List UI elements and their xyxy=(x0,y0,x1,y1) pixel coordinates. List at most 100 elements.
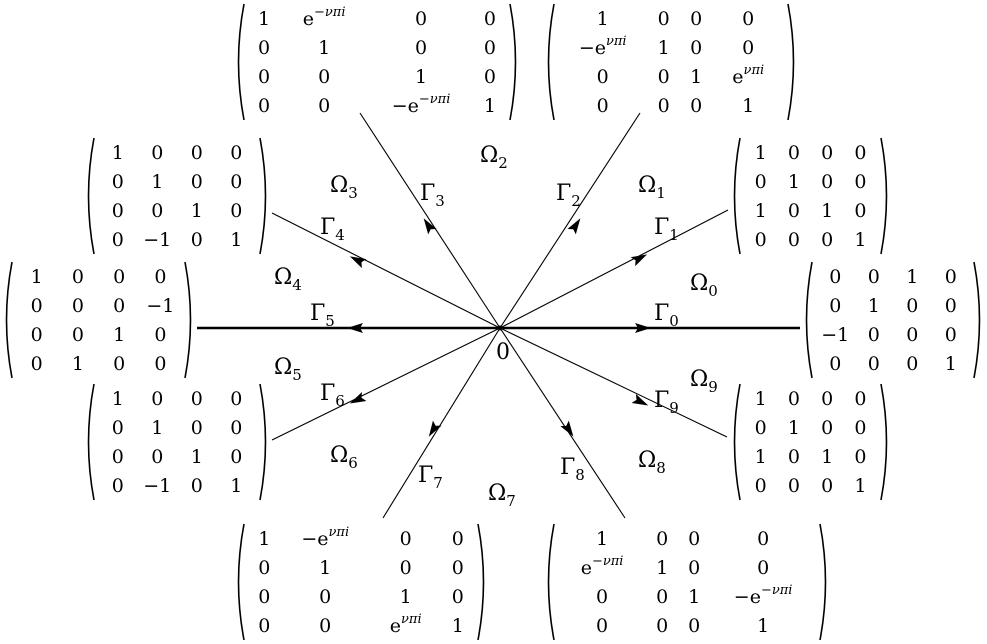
matrix-entry: 0 xyxy=(757,528,769,550)
matrix-entry: 1 xyxy=(318,37,330,59)
matrix-entry: 0 xyxy=(151,446,163,468)
matrix-entry: 0 xyxy=(755,171,767,193)
matrix-entry: 1 xyxy=(821,446,833,468)
matrix-entry: 0 xyxy=(742,8,754,30)
matrix-entry: 0 xyxy=(113,266,125,288)
matrix-entry: 0 xyxy=(821,475,833,497)
matrix-entry: 0 xyxy=(821,229,833,251)
matrix-entry: 1 xyxy=(113,324,125,346)
matrix-entry: 1 xyxy=(258,528,270,550)
matrix-entry: 0 xyxy=(31,324,43,346)
matrix-entry: 0 xyxy=(191,229,203,251)
matrix-entry: 0 xyxy=(31,295,43,317)
matrix-entry: 0 xyxy=(906,324,918,346)
contour-label-0: Γ0 xyxy=(654,301,679,330)
contour-ray-8 xyxy=(499,327,626,519)
matrix-entry: eνπi xyxy=(390,612,422,637)
matrix-entry: 0 xyxy=(112,446,124,468)
matrix-left-paren xyxy=(237,3,245,121)
matrix-entry: 0 xyxy=(484,37,496,59)
matrix-entry: −1 xyxy=(821,324,849,346)
matrix-entry: 0 xyxy=(755,475,767,497)
matrix-right-paren xyxy=(477,523,485,641)
matrix-entry: 0 xyxy=(113,353,125,375)
matrix-entry: 1 xyxy=(31,266,43,288)
matrix-entry: 0 xyxy=(318,66,330,88)
matrix-entry: 1 xyxy=(112,388,124,410)
matrix-entry: 0 xyxy=(415,37,427,59)
matrix-entry: 0 xyxy=(656,586,668,608)
matrix-entry: 0 xyxy=(151,200,163,222)
matrix-entry: 0 xyxy=(112,475,124,497)
matrix-entry: 0 xyxy=(688,615,700,637)
matrix-entry: 0 xyxy=(258,586,270,608)
matrix-entry: 1 xyxy=(151,171,163,193)
contour-label-4: Γ4 xyxy=(320,215,345,244)
origin-label: 0 xyxy=(496,340,510,365)
matrix-entry: 0 xyxy=(230,446,242,468)
contour-arrows xyxy=(347,218,651,437)
matrix-entry: 0 xyxy=(72,295,84,317)
origin-point xyxy=(497,325,503,331)
region-label-4: Ω4 xyxy=(274,265,302,294)
matrix-entry: 0 xyxy=(154,324,166,346)
matrix-entry: 0 xyxy=(788,229,800,251)
matrix-entry: 0 xyxy=(821,388,833,410)
contour-label-5: Γ5 xyxy=(310,301,335,330)
matrix-left-paren xyxy=(5,261,13,379)
matrix-entry: 0 xyxy=(656,528,668,550)
matrix-entry: 0 xyxy=(658,8,670,30)
matrix-entry: 1 xyxy=(688,586,700,608)
matrix-entry: 0 xyxy=(945,266,957,288)
matrix-entry: 0 xyxy=(319,615,331,637)
matrix-left-paren xyxy=(87,137,95,255)
region-label-7: Ω7 xyxy=(488,481,516,510)
matrix-right-paren xyxy=(184,261,192,379)
matrix-entry: 0 xyxy=(597,95,609,117)
matrix-entry: 0 xyxy=(230,417,242,439)
matrix-entry: 1 xyxy=(596,528,608,550)
matrix-entry: 0 xyxy=(821,142,833,164)
matrix-entry: 0 xyxy=(452,586,464,608)
matrix-entry: 0 xyxy=(191,171,203,193)
matrix-entry: 0 xyxy=(690,95,702,117)
matrix-entry: −1 xyxy=(146,295,174,317)
matrix-entry: 1 xyxy=(656,557,668,579)
matrix-entry: eνπi xyxy=(732,63,764,88)
matrix-entry: 0 xyxy=(415,8,427,30)
matrix-entry: 1 xyxy=(258,8,270,30)
matrix-entry: 0 xyxy=(854,142,866,164)
matrix-entry: 0 xyxy=(690,8,702,30)
contour-label-6: Γ6 xyxy=(320,381,345,410)
matrix-entry: 1 xyxy=(230,475,242,497)
matrix-entry: 0 xyxy=(688,528,700,550)
matrix-entry: 0 xyxy=(945,295,957,317)
matrix-entry: 0 xyxy=(829,266,841,288)
contour-ray-9 xyxy=(499,327,728,438)
matrix-right-paren xyxy=(973,261,981,379)
matrix-right-paren xyxy=(880,383,888,501)
contour-arrow-0 xyxy=(635,323,651,333)
contour-arrow-3 xyxy=(423,218,437,235)
matrix-entry: 0 xyxy=(258,37,270,59)
matrix-entry: 1 xyxy=(597,8,609,30)
contour-ray-7 xyxy=(382,327,501,519)
matrix-entry: 0 xyxy=(112,171,124,193)
matrix-entry: 0 xyxy=(656,615,668,637)
matrix-entry: 1 xyxy=(755,142,767,164)
matrix-entry: 0 xyxy=(151,142,163,164)
matrix-entry: 1 xyxy=(755,446,767,468)
matrix-entry: 0 xyxy=(854,417,866,439)
matrix-entry: 1 xyxy=(112,142,124,164)
matrix-entry: 1 xyxy=(757,615,769,637)
matrix-entry: 0 xyxy=(658,95,670,117)
matrix-entry: 0 xyxy=(191,388,203,410)
matrix-entry: 0 xyxy=(112,229,124,251)
contour-label-2: Γ2 xyxy=(556,181,581,210)
matrix-entry: 1 xyxy=(755,388,767,410)
region-label-9: Ω9 xyxy=(690,367,718,396)
region-label-3: Ω3 xyxy=(330,173,358,202)
